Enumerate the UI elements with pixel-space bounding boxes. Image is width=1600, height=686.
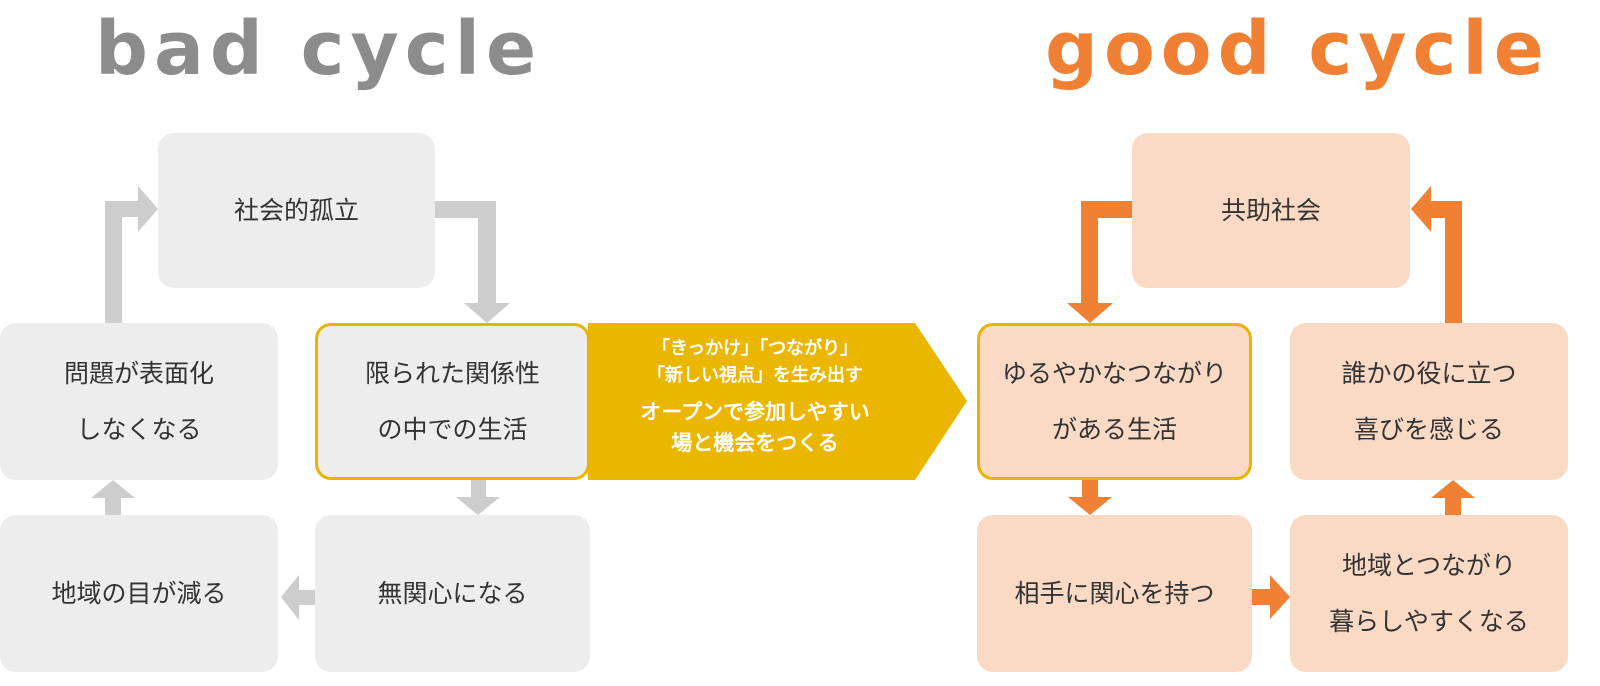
- node-social-isolation: 社会的孤立: [158, 133, 435, 288]
- arrow-hidden-to-isolation: [105, 186, 158, 323]
- node-label: の中での生活: [377, 414, 528, 444]
- node-mutual-aid-society: 共助社会: [1132, 133, 1410, 288]
- node-interest-in-others: 相手に関心を持つ: [977, 515, 1252, 672]
- node-label: 誰かの役に立つ: [1341, 358, 1517, 388]
- node-problems-hidden: 問題が表面化しなくなる: [0, 323, 278, 480]
- node-label: 限られた関係性: [364, 358, 540, 388]
- node-indifference: 無関心になる: [315, 515, 590, 672]
- node-label: 相手に関心を持つ: [1014, 578, 1215, 608]
- arrow-joy-to-mutual-aid: [1411, 186, 1462, 323]
- node-label: 喜びを感じる: [1353, 414, 1504, 444]
- arrow-indifference-to-fewer-eyes: [281, 575, 315, 620]
- intervention-text: 「きっかけ」「つながり」 「新しい視点」を生み出す オープンで参加しやすい 場と…: [600, 335, 910, 459]
- arrow-livable-to-joy: [1431, 480, 1475, 515]
- intervention-line-3: オープンで参加しやすい: [640, 400, 870, 424]
- arrow-fewer-eyes-to-hidden: [91, 480, 135, 515]
- node-loose-ties: ゆるやかなつながりがある生活: [977, 323, 1252, 480]
- node-label: 暮らしやすくなる: [1329, 606, 1529, 636]
- node-label: 地域の目が減る: [51, 578, 227, 608]
- node-label: がある生活: [1051, 414, 1177, 444]
- intervention-line-4: 場と機会をつくる: [671, 431, 839, 455]
- node-label: 社会的孤立: [233, 195, 359, 225]
- arrow-isolation-to-limited: [435, 201, 510, 323]
- node-label: ゆるやかなつながり: [1001, 358, 1227, 388]
- node-label: 地域とつながり: [1341, 550, 1516, 580]
- node-fewer-eyes: 地域の目が減る: [0, 515, 278, 672]
- intervention-line-1: 「きっかけ」「つながり」: [651, 338, 859, 359]
- intervention-line-2: 「新しい視点」を生み出す: [647, 365, 863, 386]
- node-label: 問題が表面化: [63, 358, 214, 388]
- arrow-limited-to-indifference: [456, 480, 500, 515]
- node-label: しなくなる: [76, 414, 202, 444]
- bad-cycle-title: bad cycle: [95, 6, 543, 92]
- arrow-mutual-aid-to-loose-ties: [1067, 201, 1132, 323]
- node-label: 共助社会: [1220, 195, 1321, 225]
- intervention-banner-arrow: [588, 323, 967, 480]
- node-label: 無関心になる: [377, 578, 528, 608]
- node-joy-of-helping: 誰かの役に立つ喜びを感じる: [1290, 323, 1568, 480]
- node-limited-relationships: 限られた関係性の中での生活: [315, 323, 590, 480]
- good-cycle-title: good cycle: [1045, 6, 1550, 92]
- arrow-loose-ties-to-interest: [1068, 480, 1112, 515]
- arrow-interest-to-livable: [1252, 575, 1290, 619]
- node-easier-living: 地域とつながり暮らしやすくなる: [1290, 515, 1568, 672]
